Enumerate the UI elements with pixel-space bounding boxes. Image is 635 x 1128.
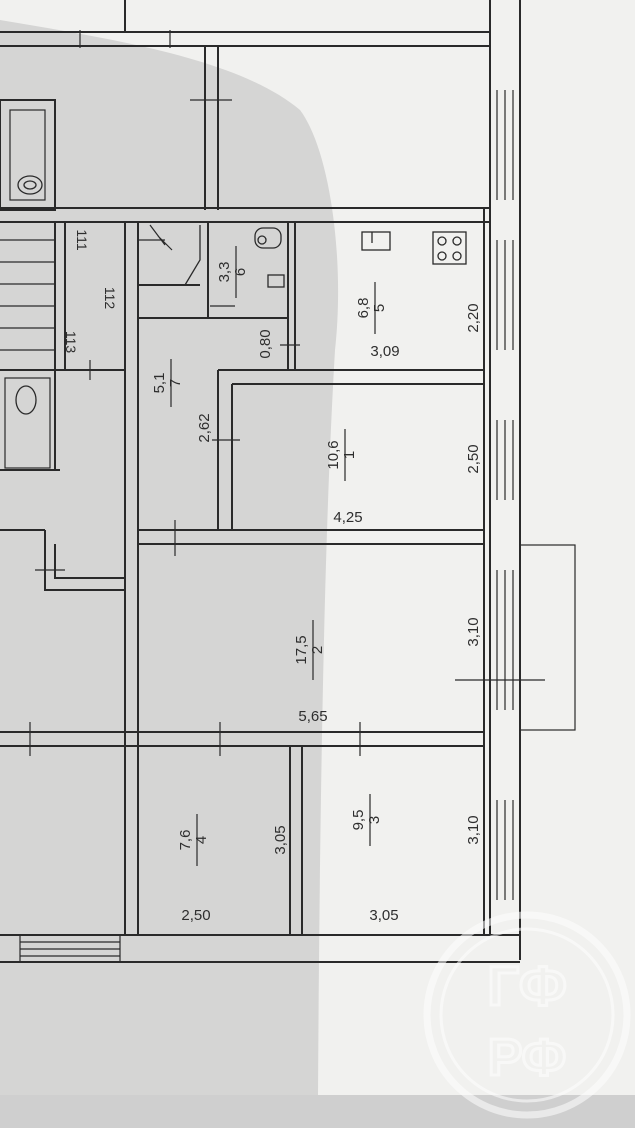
stair-block	[0, 222, 125, 591]
room-1-number: 1	[341, 451, 358, 459]
room-5-number: 5	[371, 304, 388, 312]
upper-wc-unit	[0, 99, 56, 211]
balcony	[519, 544, 576, 731]
room-5-area: 6,8	[355, 298, 372, 319]
room-3-area: 9,5	[350, 810, 367, 831]
room-4-number: 4	[193, 836, 210, 844]
stove-icon	[432, 231, 467, 265]
dim-2-50-right: 2,50	[465, 444, 482, 473]
dim-5-65: 5,65	[298, 708, 327, 725]
room-6-area: 3,3	[216, 262, 233, 283]
dim-0-80: 0,80	[257, 329, 274, 358]
room-2-area: 17,5	[293, 635, 310, 664]
room-7-number: 7	[167, 379, 184, 387]
room-1-area: 10,6	[325, 440, 342, 469]
dim-3-10-lower: 3,10	[465, 815, 482, 844]
dim-3-09: 3,09	[370, 343, 399, 360]
dim-3-05-bottom: 3,05	[369, 907, 398, 924]
room-6-number: 6	[232, 268, 249, 276]
stamp-bottom: РФ	[488, 1029, 566, 1087]
dim-2-20: 2,20	[465, 303, 482, 332]
dim-4-25: 4,25	[333, 509, 362, 526]
stair-label-112: 112	[102, 287, 118, 310]
room-2-number: 2	[309, 646, 326, 654]
dim-2-62: 2,62	[196, 413, 213, 442]
hand-shadow	[0, 20, 339, 1095]
stamp-top: ГФ	[487, 954, 567, 1017]
dim-2-50-bottom: 2,50	[181, 907, 210, 924]
bottom-window	[19, 935, 121, 962]
room-7-area: 5,1	[151, 373, 168, 394]
stair-label-111: 111	[74, 229, 90, 250]
dim-3-05-vertical: 3,05	[272, 825, 289, 854]
main-walls	[0, 90, 576, 963]
company-stamp: ГФ РФ	[423, 911, 631, 1119]
stair-label-113: 113	[63, 331, 79, 354]
dim-3-10-upper: 3,10	[465, 617, 482, 646]
room-3-number: 3	[366, 816, 383, 824]
right-windows	[496, 90, 514, 900]
room-4-area: 7,6	[177, 830, 194, 851]
